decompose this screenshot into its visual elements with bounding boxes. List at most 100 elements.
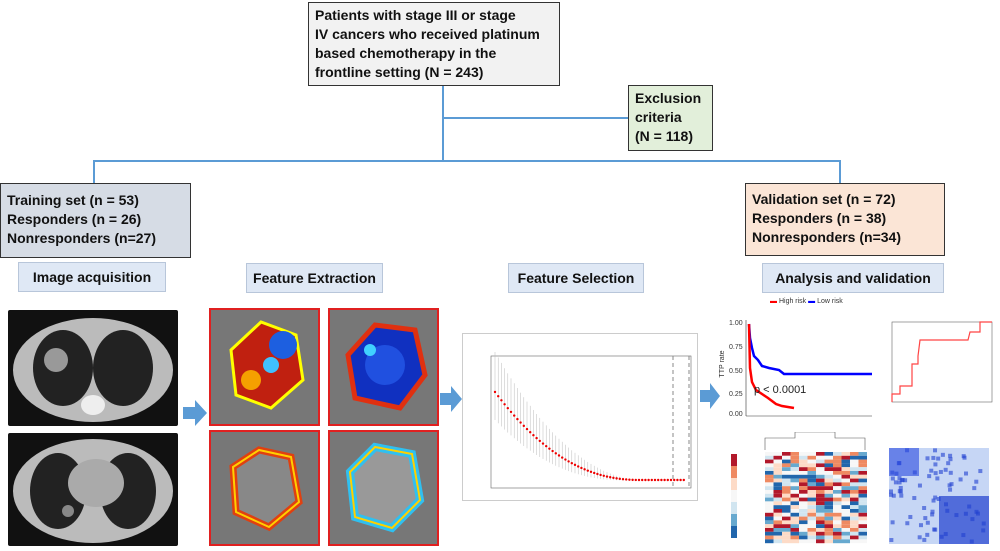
heatmap-cell — [824, 539, 833, 544]
heatmap-cell — [850, 482, 859, 487]
heatmap-cell — [782, 497, 791, 502]
patients-box: Patients with stage III or stage IV canc… — [308, 2, 560, 86]
heatmap-cell — [858, 452, 867, 456]
heatmap-cell — [765, 459, 774, 464]
heatmap-cell — [782, 509, 791, 513]
matrix-cell — [889, 538, 894, 543]
heatmap-cell — [816, 497, 825, 502]
matrix-cell — [912, 496, 917, 501]
data-point — [609, 476, 612, 479]
heatmap-cell — [807, 474, 816, 479]
heatmap-cell — [765, 478, 774, 483]
heatmap-cell — [799, 471, 808, 475]
heatmap-cell — [858, 531, 867, 536]
data-point — [618, 477, 621, 481]
heatmap-cell — [833, 531, 842, 536]
color-scale — [731, 514, 737, 526]
feature-map-3 — [209, 430, 320, 546]
heatmap-cell — [799, 539, 808, 544]
heatmap-cell — [765, 539, 774, 544]
heatmap-cell — [773, 520, 782, 525]
heatmap-cell — [841, 501, 850, 506]
data-point — [567, 460, 570, 463]
heatmap-cell — [799, 516, 808, 521]
heatmap-cell — [858, 497, 867, 502]
text: Training set (n = 53) — [7, 192, 139, 208]
heatmap-cell — [850, 467, 859, 471]
matrix-cell — [948, 453, 953, 458]
heatmap-cell — [850, 486, 859, 490]
heatmap-cell — [807, 478, 816, 483]
matrix-cell — [903, 478, 908, 483]
heatmap-cell — [850, 452, 859, 456]
heatmap-cell — [816, 501, 825, 506]
connector — [93, 160, 841, 162]
matrix-cell — [931, 498, 936, 503]
text: Responders (n = 38) — [752, 210, 887, 226]
heatmap-cell — [773, 531, 782, 536]
heatmap-cell — [816, 455, 825, 460]
data-point — [497, 395, 500, 398]
heatmap-cell — [807, 520, 816, 525]
heatmap-cell — [841, 505, 850, 509]
heatmap-cell — [773, 482, 782, 487]
heatmap-cell — [807, 501, 816, 506]
color-scale — [731, 466, 737, 478]
heatmap-cell — [807, 482, 816, 487]
heatmap-cell — [824, 493, 833, 498]
matrix-cell — [933, 527, 938, 532]
heatmap-cell — [773, 524, 782, 528]
heatmap-cell — [799, 478, 808, 483]
heatmap-cell — [850, 512, 859, 517]
heatmap-cell — [782, 512, 791, 517]
data-point — [628, 478, 631, 481]
heatmap-cell — [782, 471, 791, 475]
heatmap-cell — [833, 463, 842, 468]
heatmap-cell — [824, 501, 833, 506]
heatmap-cell — [824, 459, 833, 464]
heatmap-cell — [773, 486, 782, 490]
heatmap-cell — [765, 471, 774, 475]
heatmap-cell — [799, 528, 808, 532]
heatmap-cell — [858, 505, 867, 509]
arrow-icon — [440, 386, 462, 412]
heatmap-cell — [824, 455, 833, 460]
heatmap-cell — [765, 528, 774, 532]
matrix-cell — [897, 476, 902, 481]
heatmap-cell — [782, 539, 791, 544]
heatmap-cell — [765, 493, 774, 498]
y-tick: 0.00 — [729, 411, 743, 418]
heatmap-cell — [816, 539, 825, 544]
text: Responders (n = 26) — [7, 211, 142, 227]
heatmap-cell — [799, 455, 808, 460]
data-point — [676, 478, 679, 482]
heatmap-cell — [833, 509, 842, 513]
heatmap-cell — [765, 490, 774, 494]
heatmap-cell — [841, 539, 850, 544]
heatmap-cell — [807, 497, 816, 502]
heatmap-cell — [833, 478, 842, 483]
data-point — [647, 478, 650, 482]
heatmap-cell — [833, 539, 842, 544]
heatmap-cell — [850, 509, 859, 513]
heatmap-cell — [850, 474, 859, 479]
heatmap-cell — [858, 471, 867, 475]
correlation-matrix — [885, 440, 997, 546]
heatmap-cell — [782, 501, 791, 506]
heatmap-cell — [858, 516, 867, 521]
color-scale — [731, 454, 737, 466]
ct-image-lungs — [8, 310, 178, 426]
heatmap-cell — [782, 520, 791, 525]
heatmap-cell — [807, 535, 816, 540]
data-point — [631, 478, 634, 482]
matrix-cell — [938, 469, 943, 474]
heatmap-cell — [833, 528, 842, 532]
heatmap-cell — [765, 474, 774, 479]
heatmap-cell — [799, 524, 808, 528]
heatmap-cell — [841, 459, 850, 464]
heatmap-cell — [841, 490, 850, 494]
matrix-cell — [917, 535, 922, 540]
heatmap-cell — [858, 482, 867, 487]
heatmap-cell — [807, 490, 816, 494]
data-point — [538, 439, 541, 443]
